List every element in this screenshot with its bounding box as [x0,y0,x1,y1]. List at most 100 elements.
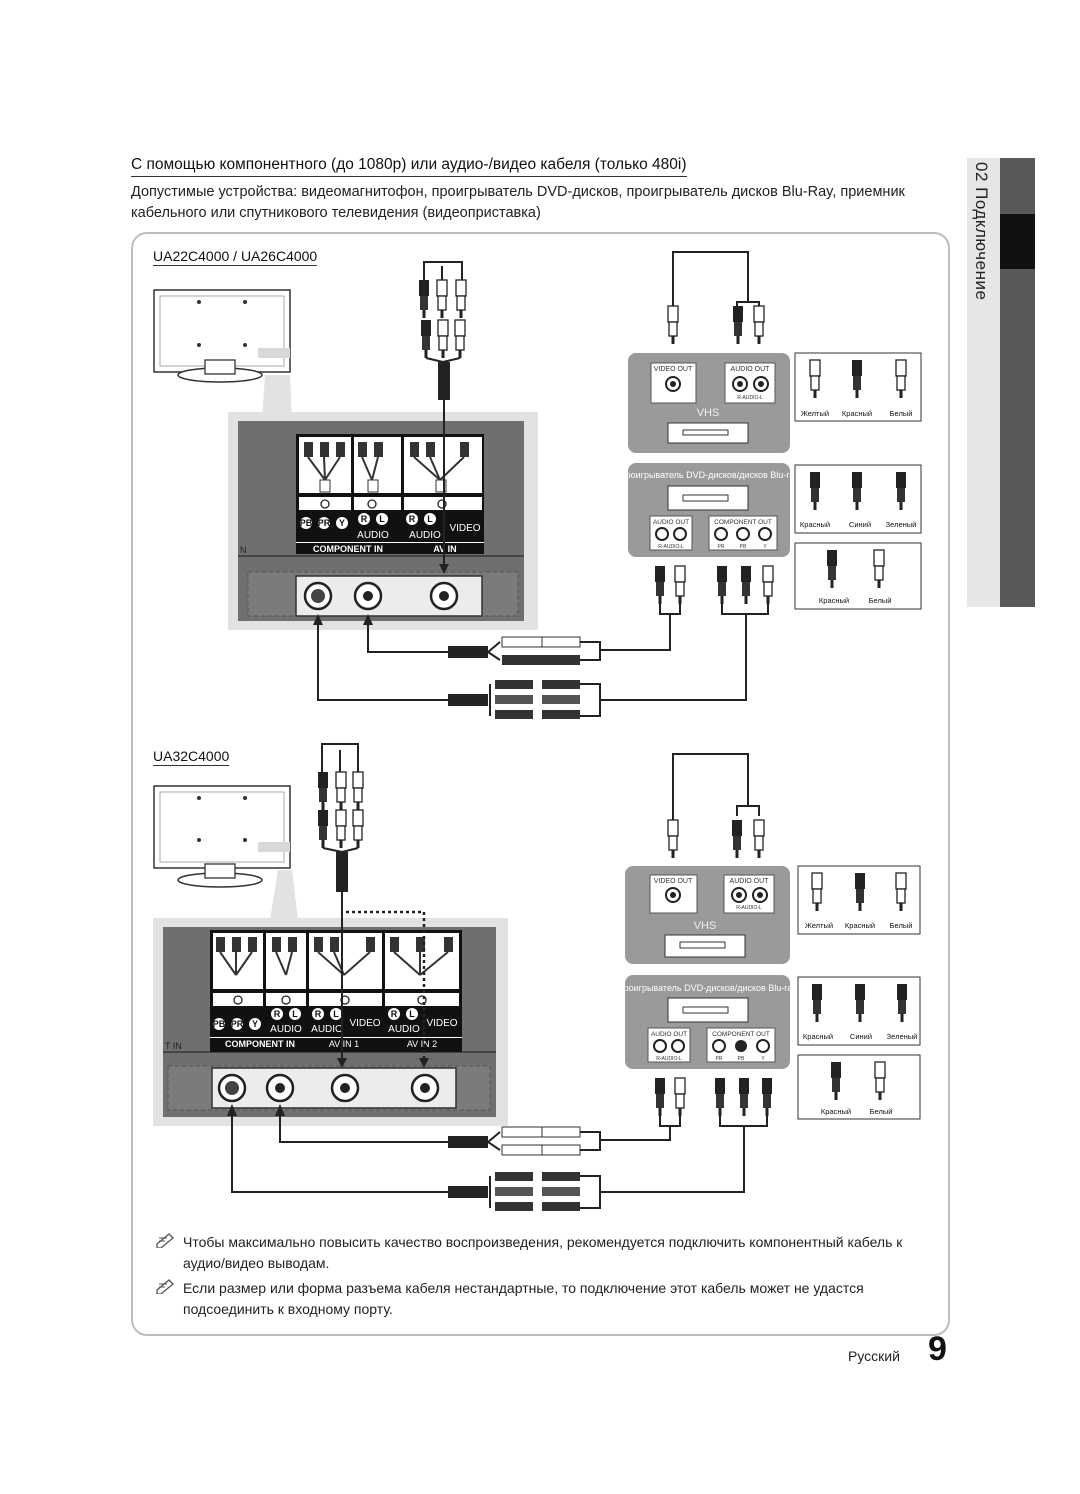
audio-cable-bottom [275,1104,601,1156]
dvd-box-top: Проигрыватель DVD-дисков/дисков Blu-ray … [619,463,799,557]
av-cable-top [419,261,467,574]
legend-white: Белый [890,409,913,418]
svg-text:AUDIO: AUDIO [357,530,389,541]
svg-text:R: R [361,514,368,524]
note-icon [156,1279,174,1294]
svg-text:Синий: Синий [850,1032,872,1041]
legend-audio-bottom: Красный Белый [797,1054,921,1120]
svg-text:PB: PB [738,1056,745,1062]
svg-text:COMPONENT OUT: COMPONENT OUT [714,519,772,526]
vhs-box-bottom: VIDEO OUT AUDIO OUT R-AUDIO-L VHS [625,866,790,964]
svg-text:Красный: Красный [803,1032,833,1041]
svg-text:R: R [391,1009,398,1019]
legend-red: Красный [842,409,872,418]
svg-text:Проигрыватель DVD-дисков/диско: Проигрыватель DVD-дисков/дисков Blu-ray [619,470,799,480]
svg-text:VIDEO: VIDEO [449,523,480,534]
svg-text:Красный: Красный [819,596,849,605]
chapter-tab-background [967,158,1000,607]
edge-label-top: N [240,545,247,555]
svg-text:L: L [292,1009,298,1019]
legend-yellow: Желтый [801,409,829,418]
svg-text:Y: Y [763,544,767,550]
svg-text:Y: Y [339,518,345,528]
svg-text:Белый: Белый [890,921,913,930]
svg-text:AV IN 1: AV IN 1 [329,1039,359,1049]
svg-text:PR: PR [716,1056,723,1062]
svg-text:AV IN 2: AV IN 2 [407,1039,437,1049]
svg-text:PB: PB [740,544,747,550]
component-cable-bottom [227,1104,601,1211]
chapter-title: 02 Подключение [972,162,991,301]
audio-cable-top [363,614,601,665]
note-2: Если размер или форма разъема кабеля нес… [155,1278,915,1320]
svg-text:L: L [427,514,433,524]
av-cable-bottom [318,743,429,1068]
svg-text:PB: PB [213,1019,226,1029]
svg-text:Зеленый: Зеленый [887,1032,918,1041]
supported-devices-text: Допустимые устройства: видеомагнитофон, … [131,184,905,221]
diagram-frame [131,232,950,1336]
legend-composite-top: Желтый Красный Белый [794,352,922,422]
svg-text:PR: PR [231,1019,244,1029]
svg-text:Красный: Красный [845,921,875,930]
svg-text:Синий: Синий [849,520,871,529]
svg-text:R-AUDIO-L: R-AUDIO-L [656,1056,682,1062]
legend-audio-top: Красный Белый [794,542,922,610]
note-1: Чтобы максимально повысить качество восп… [155,1232,915,1274]
svg-text:COMPONENT OUT: COMPONENT OUT [712,1031,770,1038]
dvd-box-bottom: Проигрыватель DVD-дисков/дисков Blu-ray … [617,975,797,1069]
edge-label-bottom: T IN [165,1041,182,1051]
tv-panel-top: N PB PR Y R L R L AUD [228,412,538,630]
vhs-box-top: VIDEO OUT AUDIO OUT R-AUDIO-L VHS [628,353,790,453]
svg-text:VIDEO: VIDEO [349,1018,380,1029]
svg-text:R-AUDIO-L: R-AUDIO-L [737,395,763,401]
svg-text:Красный: Красный [821,1107,851,1116]
model-label-top: UA22C4000 / UA26C4000 [153,248,318,266]
svg-text:R: R [409,514,416,524]
svg-text:VHS: VHS [697,407,720,419]
page-number: 9 [928,1330,947,1368]
svg-text:R: R [274,1009,281,1019]
component-cable-top [313,614,601,719]
model-label-bottom: UA32C4000 [153,748,230,766]
svg-text:COMPONENT IN: COMPONENT IN [313,544,383,554]
footer-language: Русский [848,1348,900,1364]
chapter-tab-marker [1000,214,1035,269]
svg-text:Желтый: Желтый [805,921,833,930]
svg-text:COMPONENT IN: COMPONENT IN [225,1039,295,1049]
svg-text:VIDEO: VIDEO [426,1018,457,1029]
svg-text:R: R [315,1009,322,1019]
svg-text:Красный: Красный [800,520,830,529]
tv-panel-bottom: T IN PB PR Y R L R L R [153,918,508,1126]
svg-text:VIDEO OUT: VIDEO OUT [654,366,693,373]
svg-text:L: L [333,1009,339,1019]
svg-text:AUDIO: AUDIO [409,530,441,541]
legend-component-top: Красный Синий Зеленый [794,464,922,534]
svg-text:AUDIO OUT: AUDIO OUT [653,519,689,526]
svg-text:R-AUDIO-L: R-AUDIO-L [658,544,684,550]
svg-text:Y: Y [761,1056,765,1062]
svg-text:AUDIO: AUDIO [311,1024,343,1035]
svg-text:AUDIO OUT: AUDIO OUT [651,1031,687,1038]
svg-text:Белый: Белый [869,596,892,605]
svg-text:L: L [409,1009,415,1019]
svg-text:AUDIO: AUDIO [388,1024,420,1035]
svg-text:Y: Y [252,1019,258,1029]
svg-text:L: L [379,514,385,524]
svg-text:PR: PR [318,518,331,528]
svg-text:VIDEO OUT: VIDEO OUT [654,878,693,885]
svg-text:VHS: VHS [694,920,717,932]
svg-text:Зеленый: Зеленый [886,520,917,529]
svg-text:PR: PR [718,544,725,550]
svg-text:Белый: Белый [870,1107,893,1116]
legend-component-bottom: Красный Синий Зеленый [797,976,921,1046]
tv-sketch-top [153,289,292,420]
svg-text:AUDIO OUT: AUDIO OUT [730,878,770,885]
svg-text:AUDIO: AUDIO [270,1024,302,1035]
note-icon [156,1233,174,1248]
svg-text:Проигрыватель DVD-дисков/диско: Проигрыватель DVD-дисков/дисков Blu-ray [617,983,797,993]
section-heading: С помощью компонентного (до 1080p) или а… [131,156,687,177]
tv-sketch-bottom [153,785,298,920]
legend-composite-bottom: Желтый Красный Белый [797,865,921,935]
